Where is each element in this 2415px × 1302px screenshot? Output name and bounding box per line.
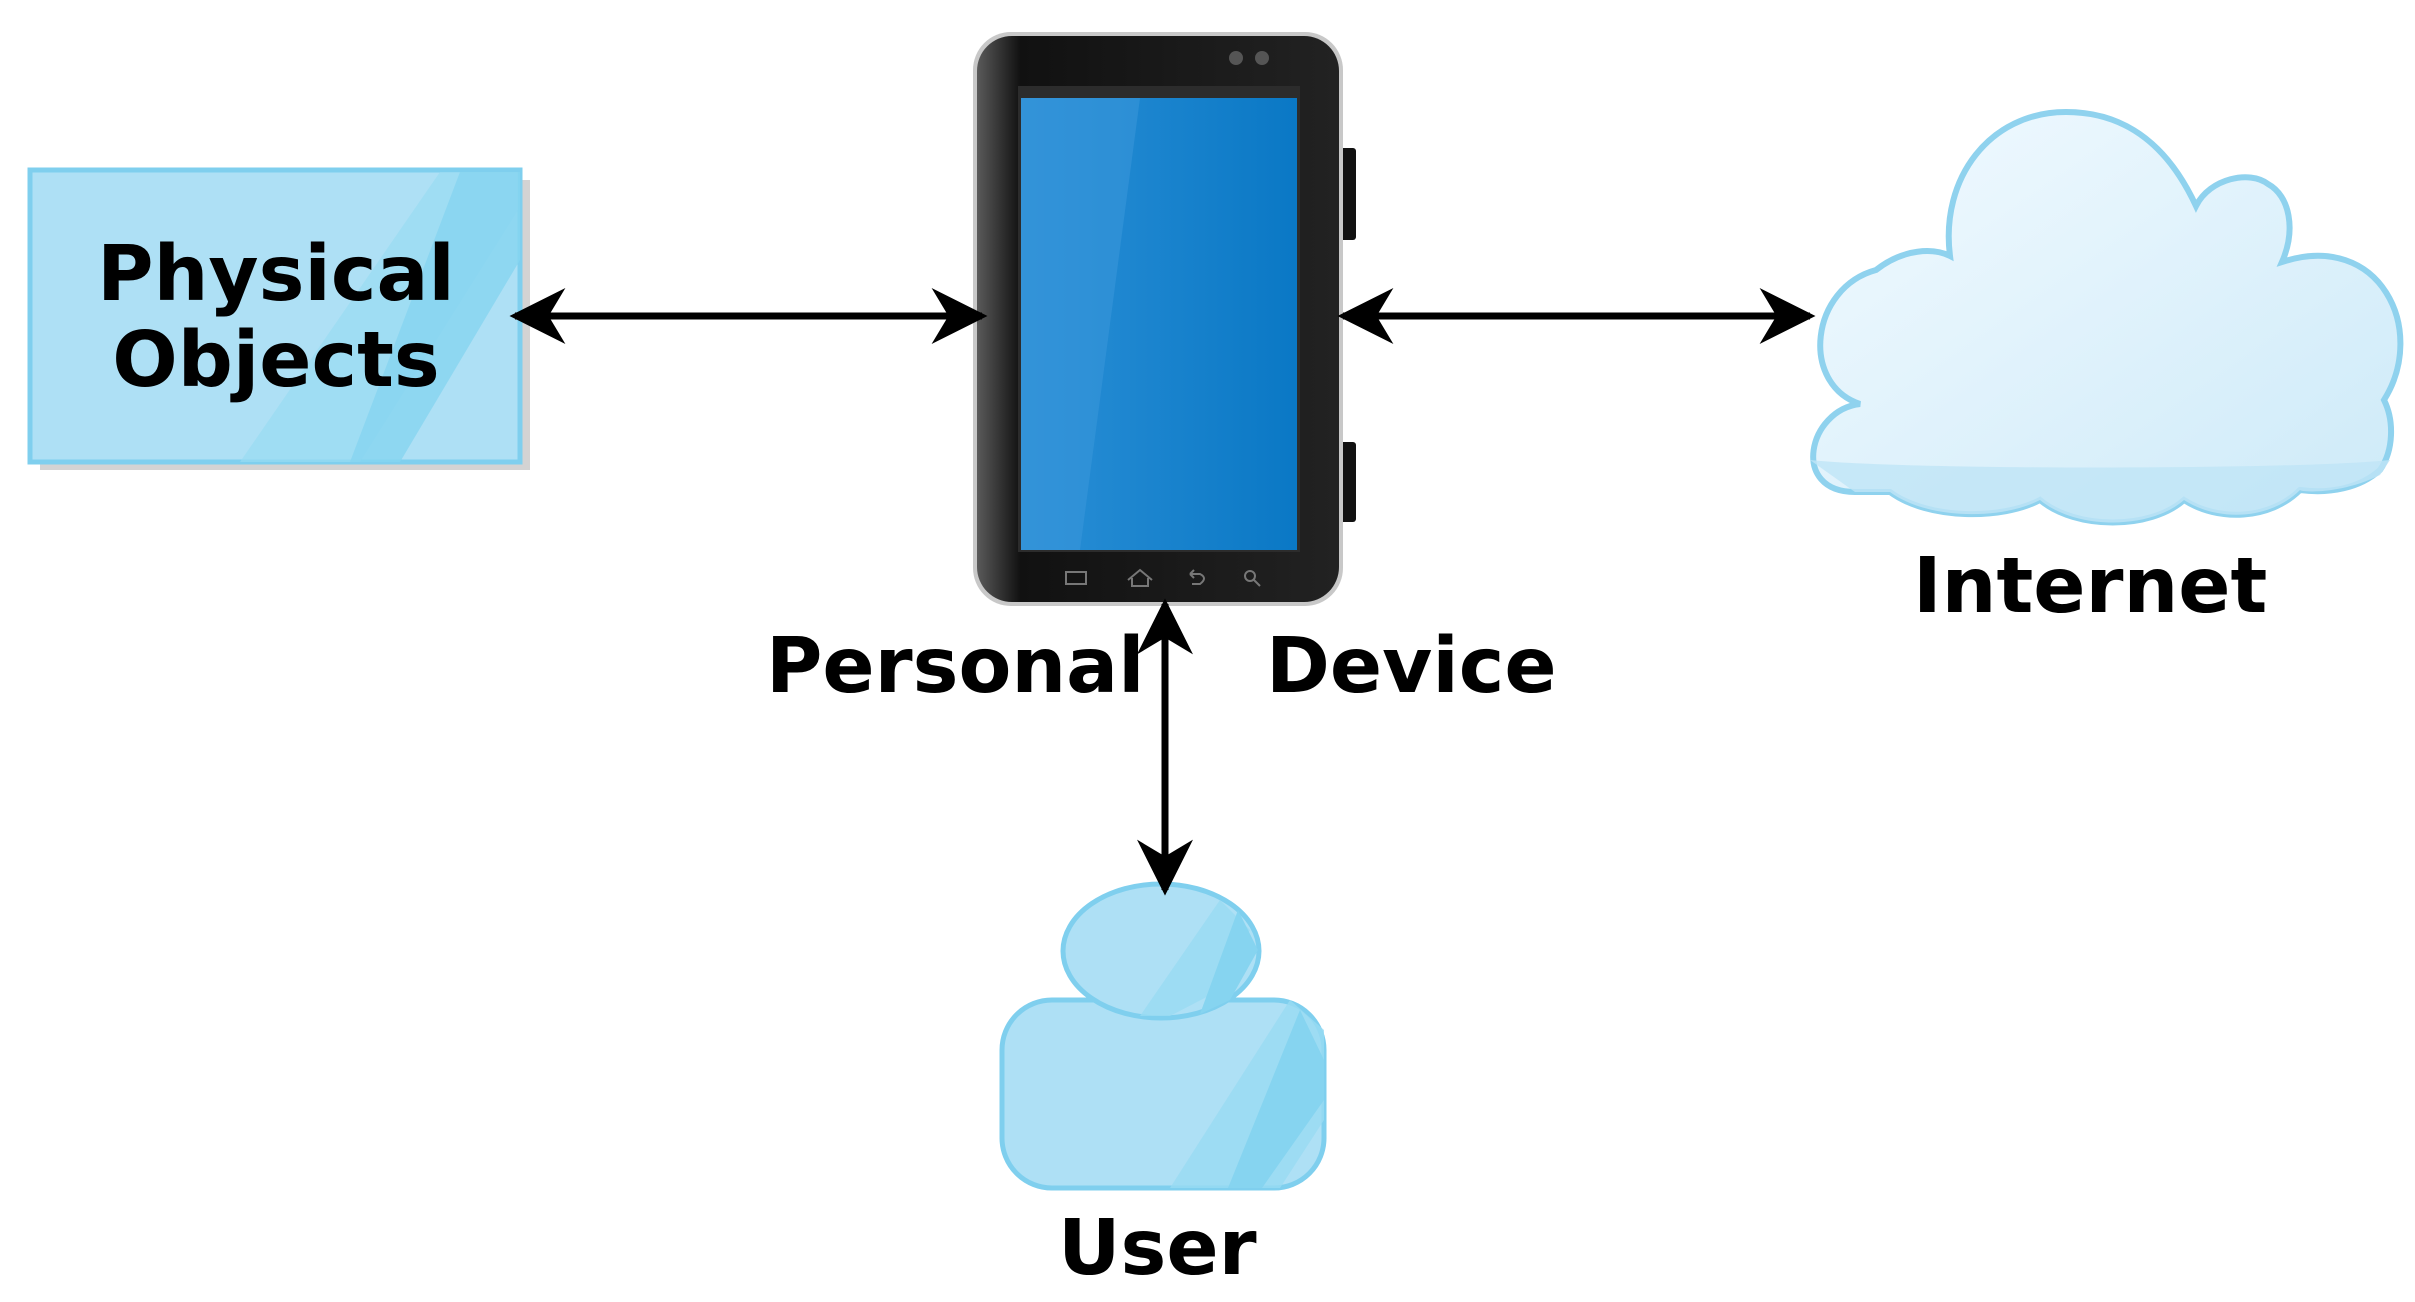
user-icon	[999, 881, 1327, 1191]
physical-objects-label: Physical Objects	[28, 232, 524, 404]
physical-objects-node	[27, 167, 530, 470]
internet-label: Internet	[1913, 542, 2268, 631]
personal-device-label-word1: Personal	[766, 622, 1145, 711]
physical-objects-line1: Physical	[97, 230, 455, 319]
tablet-icon	[973, 32, 1356, 606]
personal-device-label-word2: Device	[1266, 622, 1557, 711]
user-label: User	[1058, 1204, 1257, 1293]
arrows	[509, 288, 1816, 896]
physical-objects-line2: Objects	[112, 316, 440, 405]
cloud-icon	[1810, 108, 2404, 526]
